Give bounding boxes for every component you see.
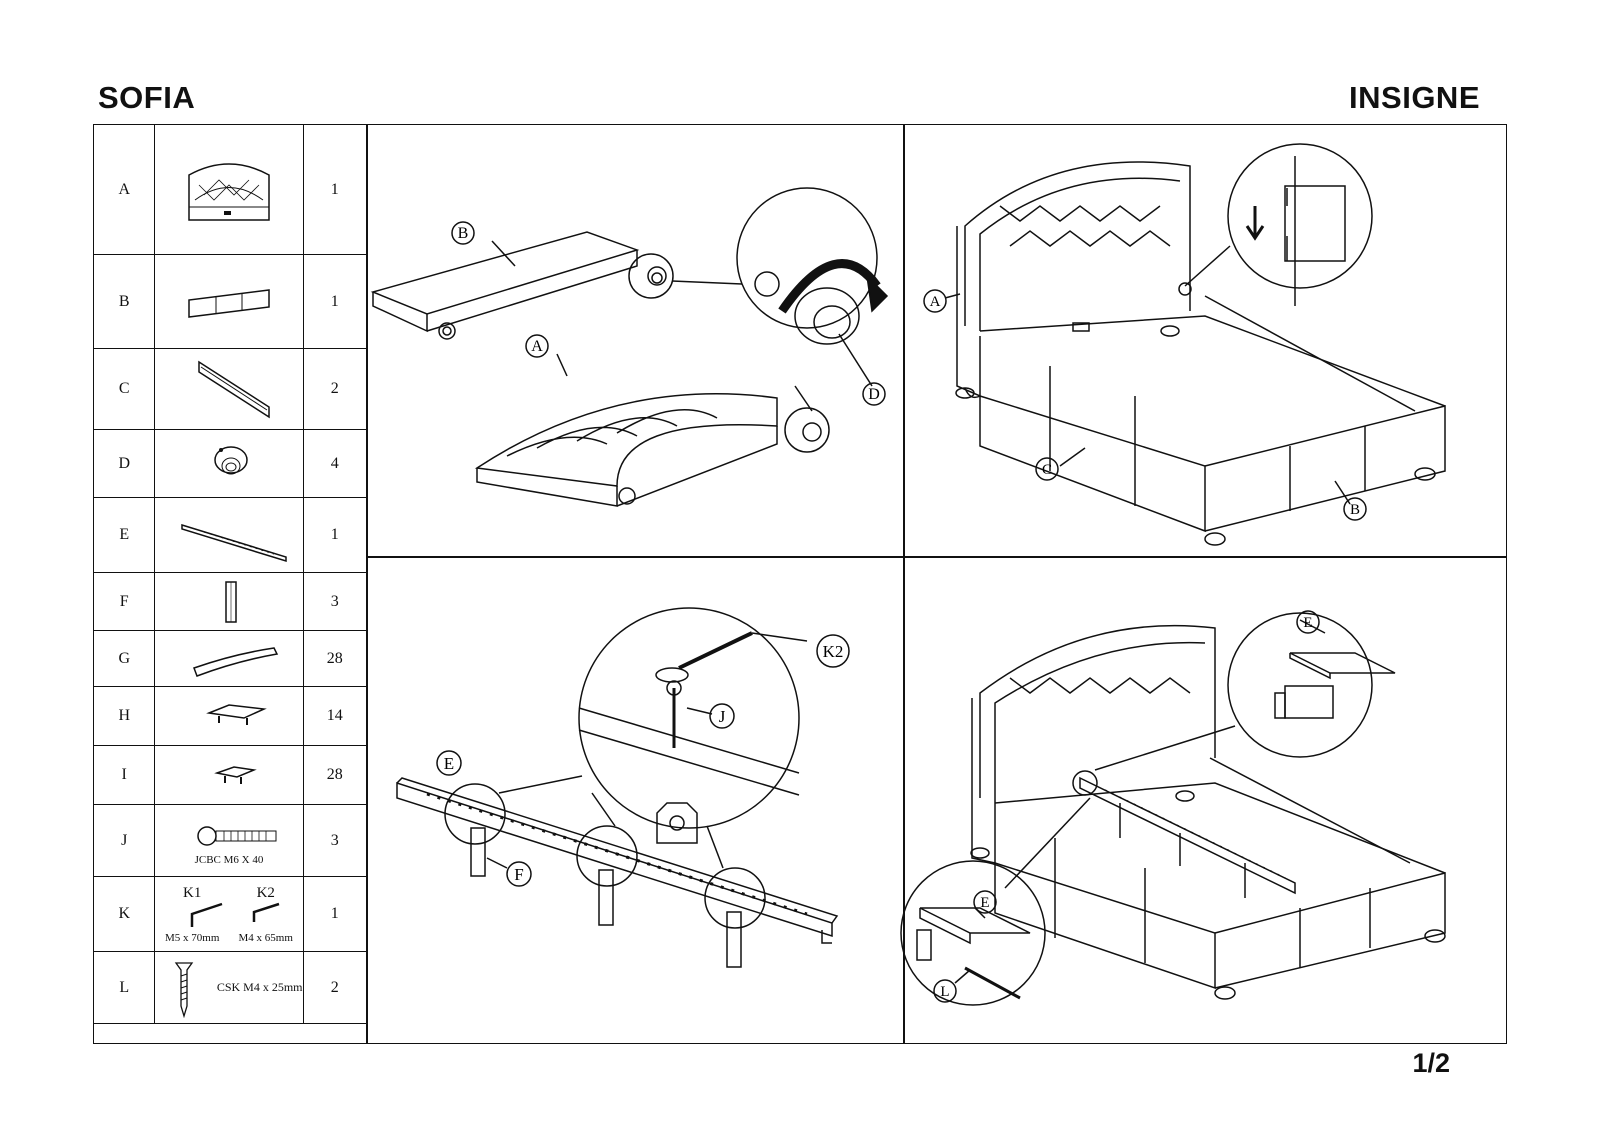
callout-label: E (1303, 615, 1312, 631)
part-qty: 2 (302, 951, 368, 1024)
part-qty: 1 (302, 497, 368, 573)
part-qty: 28 (302, 745, 368, 805)
panel-divider (366, 124, 368, 1044)
part-row: G 28 (92, 630, 368, 687)
part-row: I 28 (92, 745, 368, 805)
center-beam-icon (181, 523, 287, 563)
double-slat-holder-icon (206, 704, 267, 725)
key-k2-label: K2 (256, 884, 275, 901)
key-k1-spec: M5 x 70mm (165, 931, 220, 944)
page-number: 1/2 (1412, 1048, 1450, 1078)
support-leg-icon (225, 580, 237, 623)
slat-holder-icon (214, 765, 257, 784)
part-row: C 2 (92, 348, 368, 430)
slat-icon (192, 647, 279, 677)
part-qty: 3 (302, 804, 368, 877)
callout-label: A (531, 338, 543, 355)
callout-label: J (719, 707, 726, 726)
callout-label: E (444, 754, 454, 773)
bolt-spec: JCBC M6 X 40 (194, 853, 264, 866)
allen-key-icon (190, 902, 280, 927)
part-letter: A (92, 124, 156, 255)
part-row: A 1 (92, 124, 368, 255)
headboard-icon (188, 162, 270, 221)
part-letter: J (92, 804, 156, 877)
model-title: INSIGNE (1349, 80, 1480, 115)
part-qty: 4 (302, 429, 368, 498)
part-row: H 14 (92, 686, 368, 746)
part-letter: F (92, 572, 156, 631)
part-row: K K1 K2 M5 x 70mm M4 x 65mm 1 (92, 876, 368, 952)
part-qty: 14 (302, 686, 368, 746)
part-letter: D (92, 429, 156, 498)
part-row: E 1 (92, 497, 368, 573)
footboard-panel-icon (188, 288, 270, 318)
part-letter: E (92, 497, 156, 573)
callout-label: C (1042, 462, 1052, 478)
part-row: B 1 (92, 254, 368, 349)
part-qty: 3 (302, 572, 368, 631)
foot-icon (214, 446, 248, 475)
part-row: J JCBC M6 X 40 3 (92, 804, 368, 877)
brand-title: SOFIA (98, 80, 196, 115)
part-qty: 2 (302, 348, 368, 430)
part-qty: 1 (302, 254, 368, 349)
callout-label: D (868, 386, 880, 403)
part-letter: H (92, 686, 156, 746)
step2-diagram: A C B (923, 143, 1446, 546)
panel-divider (366, 556, 1507, 558)
part-letter: I (92, 745, 156, 805)
callout-label: A (930, 294, 941, 310)
part-qty: 28 (302, 630, 368, 687)
panel-divider (903, 124, 905, 1044)
callout-label: E (980, 895, 989, 911)
key-k2-spec: M4 x 65mm (238, 931, 293, 944)
part-letter: B (92, 254, 156, 349)
screw-icon (174, 961, 194, 1018)
part-row: F 3 (92, 572, 368, 631)
side-rail-icon (198, 360, 270, 418)
key-k1-label: K1 (183, 884, 202, 901)
bolt-icon (197, 825, 277, 846)
callout-label: B (458, 225, 469, 242)
step1-diagram: B A D (370, 187, 889, 507)
part-row: L CSK M4 x 25mm 2 (92, 951, 368, 1024)
part-letter: G (92, 630, 156, 687)
parts-list: A 1 B 1 C (92, 124, 368, 1024)
callout-label: L (940, 984, 949, 1000)
callout-label: K2 (823, 642, 844, 661)
callout-label: F (514, 865, 523, 884)
part-letter: C (92, 348, 156, 430)
callout-label: B (1350, 502, 1360, 518)
part-letter: L (92, 951, 156, 1024)
step3-diagram: E F J K2 (396, 607, 850, 968)
part-row: D 4 (92, 429, 368, 498)
screw-spec: CSK M4 x 25mm (216, 980, 303, 994)
step4-diagram: E E L (900, 610, 1446, 1006)
part-letter: K (92, 876, 156, 952)
part-qty: 1 (302, 124, 368, 255)
part-qty: 1 (302, 876, 368, 952)
